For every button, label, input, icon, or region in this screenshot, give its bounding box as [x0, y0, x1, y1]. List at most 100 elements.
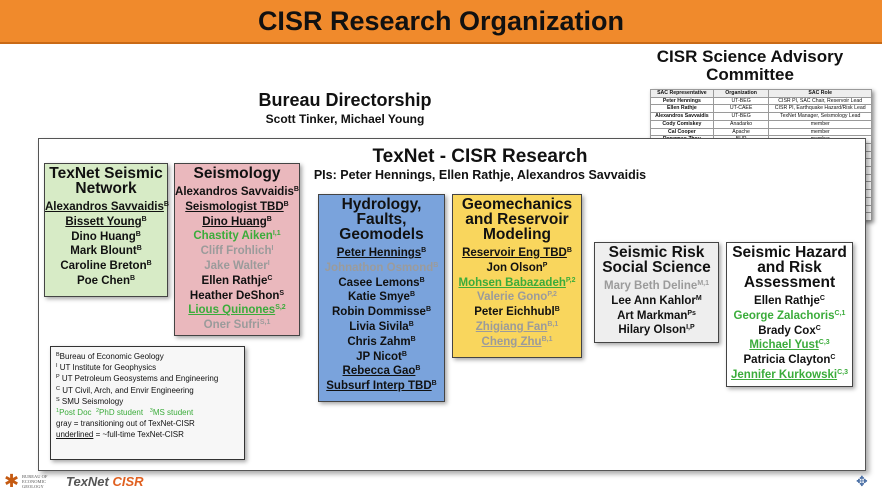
group-title-line: and Risk	[757, 259, 822, 276]
member-affiliation: B	[431, 380, 437, 388]
sac-cell-rep: Cody Comiskey	[650, 119, 714, 129]
member-name: Jon Olson	[486, 261, 543, 274]
member-affiliation: M,1	[697, 280, 709, 287]
group-member: Ellen RathjeC	[175, 274, 299, 289]
sac-cell-org: UT-CAEE	[712, 104, 770, 114]
member-name: Ellen Rathje	[201, 274, 268, 287]
group-member: Oner SufriS,1	[175, 318, 299, 333]
bureau-names: Scott Tinker, Michael Young	[265, 112, 425, 126]
group-title-line: Geomodels	[339, 226, 424, 243]
group-member: Robin DommisseB	[319, 305, 444, 320]
sac-header-org: Organization	[712, 89, 770, 98]
sac-cell-org: UT-BEG	[712, 112, 770, 121]
group-title-line: Faults,	[356, 211, 407, 228]
member-affiliation: B	[421, 247, 427, 254]
group-member: Reservoir Eng TBDB	[453, 246, 581, 261]
group-member: Brady CoxC	[727, 324, 852, 339]
member-name: Heather DeShon	[189, 289, 280, 302]
member-name: Livia Sivila	[349, 320, 409, 333]
group-member: Valerie GonoP,2	[453, 290, 581, 305]
member-affiliation: I	[267, 259, 270, 267]
member-name: Bissett Young	[65, 215, 142, 228]
group-member: Chris ZahmB	[319, 335, 444, 350]
member-affiliation: B	[141, 215, 147, 223]
group-title-line: Seismology	[193, 165, 281, 182]
member-affiliation: B	[419, 276, 425, 284]
member-name: Valerie Gono	[477, 291, 548, 304]
group-member: Mark BlountB	[45, 244, 167, 259]
member-name: Mary Beth Deline	[604, 280, 698, 292]
member-affiliation: B	[410, 335, 416, 343]
member-name: JP Nicot	[356, 350, 402, 363]
sac-cell-rep: Alexandros Savvaidis	[650, 112, 714, 121]
member-name: Mohsen Babazadeh	[458, 276, 566, 289]
member-affiliation: B	[266, 215, 272, 223]
member-name: Oner Sufri	[203, 319, 260, 332]
texas-star-icon: ✱	[4, 471, 20, 491]
member-name: Brady Cox	[758, 324, 816, 337]
group-member: Bissett YoungB	[45, 215, 167, 230]
group-member: Alexandros SavvaidisB	[45, 200, 169, 215]
member-affiliation: S,2	[275, 304, 286, 312]
legend: BBureau of Economic Geology I UT Institu…	[50, 346, 245, 460]
legend-caee: C UT Civil, Arch, and Envir Engineering	[56, 385, 194, 395]
legend-pge: P UT Petroleum Geosystems and Engineerin…	[56, 374, 219, 384]
group-title-line: Modeling	[482, 226, 552, 243]
group-member: Poe ChenB	[45, 274, 167, 289]
member-name: Art Markman	[617, 309, 688, 322]
member-affiliation: C	[815, 324, 821, 332]
group-title-line: Network	[75, 180, 137, 197]
member-name: Cliff Frohlich	[200, 245, 272, 258]
member-name: Dino Huang	[202, 215, 267, 228]
cisr-logo-mark: CISR	[112, 473, 144, 489]
member-affiliation: S,1	[259, 319, 271, 327]
member-affiliation: B	[408, 320, 414, 328]
sac-cell-role: CISR PI, SAC Chair, Reservoir Lead	[768, 96, 872, 106]
group-member: Seismologist TBDB	[175, 200, 299, 215]
group-member: Patricia ClaytonC	[727, 353, 852, 368]
group-member: Jon OlsonP	[453, 261, 581, 276]
group-member: Mary Beth DelineM,1	[595, 279, 718, 294]
member-affiliation: B	[415, 365, 421, 373]
member-affiliation: B,1	[547, 320, 559, 328]
legend-smu: S SMU Seismology	[56, 396, 124, 406]
member-affiliation: M	[695, 294, 702, 302]
member-affiliation: B	[135, 230, 141, 238]
member-affiliation: S	[279, 289, 285, 297]
member-affiliation: B,1	[541, 335, 553, 343]
beg-logo: ✱ BUREAU OF ECONOMIC GEOLOGY	[4, 471, 60, 491]
member-affiliation: C,1	[834, 309, 846, 317]
slide-nav-arrows-icon[interactable]: ✥	[856, 473, 868, 489]
sac-cell-rep: Peter Hennings	[650, 96, 714, 106]
member-affiliation: B	[129, 274, 136, 282]
sac-cell-org: UT-BEG	[712, 96, 770, 106]
sac-cell-rep: Ellen Rathje	[650, 104, 714, 114]
bureau-directorship: Bureau Directorship Scott Tinker, Michae…	[220, 90, 470, 127]
sac-title: CISR Science Advisory Committee	[640, 48, 860, 84]
group-member: Dino HuangB	[175, 215, 299, 230]
member-affiliation: I,1	[272, 230, 281, 238]
member-affiliation: P,2	[565, 276, 576, 284]
group-member: Lious QuinonesS,2	[175, 303, 299, 318]
group-title-line: Assessment	[743, 274, 836, 291]
member-affiliation: C	[819, 295, 825, 302]
group-member: Ellen RathjeC	[727, 294, 852, 309]
member-affiliation: B	[146, 260, 152, 268]
texnet-research-title: TexNet - CISR Research	[372, 146, 588, 167]
group-member: Johnathon OsmondB	[319, 261, 444, 276]
page-title: CISR Research Organization	[257, 5, 625, 36]
group-member: Cliff FrohlichI	[175, 244, 299, 259]
group-title-line: and Reservoir	[465, 211, 569, 228]
group-title-line: Geomechanics	[461, 196, 573, 213]
group-member: Dino HuangB	[45, 230, 167, 245]
group-member: Subsurf Interp TBDB	[319, 379, 444, 394]
group-title-line: Seismic Risk	[608, 244, 705, 261]
member-name: Zhigiang Fan	[475, 320, 548, 333]
